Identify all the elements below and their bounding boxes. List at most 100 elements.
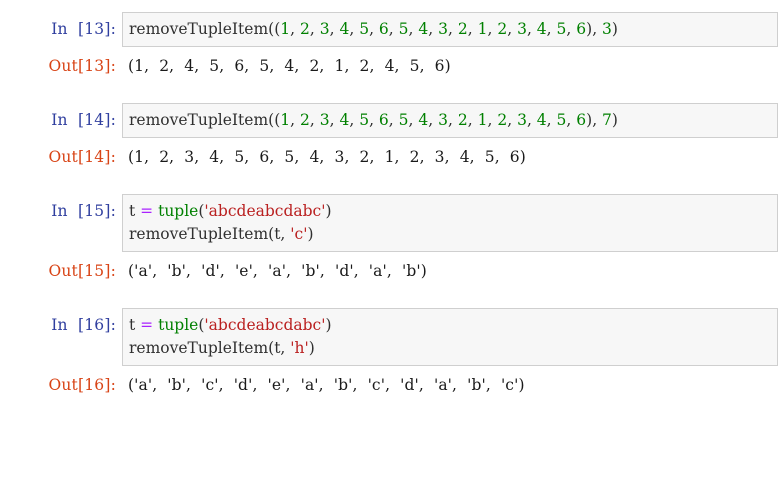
code-token-punct: ,	[448, 20, 458, 38]
code-token-punct: ,	[349, 20, 360, 38]
notebook-cell-list: In [13]:removeTupleItem((1, 2, 3, 4, 5, …	[0, 12, 778, 397]
code-token-punct: ,	[388, 20, 399, 38]
code-token-num: 1	[477, 111, 488, 129]
code-token-num: 2	[497, 111, 508, 129]
code-token-num: 6	[378, 20, 389, 38]
code-token-punct: (	[198, 202, 205, 220]
code-token-str: 'abcdeabcdabc'	[204, 316, 326, 334]
code-token-punct: ,	[309, 111, 320, 129]
code-token-punct: ,	[467, 20, 478, 38]
code-token-num: 7	[602, 111, 612, 129]
code-token-num: 2	[299, 20, 310, 38]
code-token-punct: ,	[329, 111, 340, 129]
code-token-num: 5	[359, 20, 370, 38]
code-token-punct: ,	[290, 20, 300, 38]
code-token-punct: )	[308, 339, 315, 357]
notebook-cell[interactable]: In [15]:t = tuple('abcdeabcdabc')removeT…	[0, 194, 778, 308]
code-token-num: 1	[280, 20, 291, 38]
code-token-num: 6	[378, 111, 389, 129]
code-token-num: 3	[517, 20, 527, 38]
code-line: removeTupleItem(t, 'c')	[129, 223, 771, 246]
code-token-str: 'c'	[290, 225, 308, 243]
code-token-punct: )	[611, 111, 618, 129]
output-prompt: Out[15]:	[48, 262, 116, 280]
code-token-num: 3	[517, 111, 527, 129]
input-prompt: In [16]:	[51, 316, 116, 334]
input-row: In [15]:t = tuple('abcdeabcdabc')removeT…	[0, 194, 778, 252]
code-line: removeTupleItem(( 1, 2, 3, 4, 5, 6, 5, 4,…	[129, 109, 771, 132]
input-prompt: In [14]:	[51, 111, 116, 129]
code-token-punct: ,	[526, 20, 537, 38]
code-token-op: =	[140, 202, 154, 220]
code-token-plain: t	[129, 316, 141, 334]
code-token-builtin: tuple	[158, 202, 199, 220]
code-token-num: 3	[438, 20, 448, 38]
code-token-plain: removeTupleItem	[129, 225, 269, 243]
code-token-num: 5	[556, 111, 567, 129]
output-prompt: Out[14]:	[48, 148, 116, 166]
input-prompt: In [15]:	[51, 202, 116, 220]
code-input-area[interactable]: removeTupleItem((1, 2, 3, 4, 5, 6, 5, 4,…	[122, 12, 778, 47]
code-token-punct: ,	[369, 20, 379, 38]
code-input-area[interactable]: t = tuple('abcdeabcdabc')removeTupleItem…	[122, 194, 778, 252]
code-input-area[interactable]: removeTupleItem(( 1, 2, 3, 4, 5, 6, 5, 4,…	[122, 103, 778, 138]
input-output-spacer	[0, 47, 778, 54]
code-token-punct: ,	[369, 111, 379, 129]
code-token-num: 4	[339, 20, 350, 38]
cell-spacer	[0, 169, 778, 194]
code-token-punct: ,	[408, 20, 419, 38]
code-token-plain: t	[129, 202, 141, 220]
code-token-punct: ,	[487, 20, 498, 38]
code-token-op: =	[140, 316, 154, 334]
code-line: removeTupleItem(t, 'h')	[129, 337, 771, 360]
output-row: Out[13]:(1, 2, 4, 5, 6, 5, 4, 2, 1, 2, 4…	[0, 54, 778, 78]
notebook-cell[interactable]: In [13]:removeTupleItem((1, 2, 3, 4, 5, …	[0, 12, 778, 103]
code-token-punct: )	[307, 225, 314, 243]
code-token-str: 'abcdeabcdabc'	[204, 202, 326, 220]
code-token-num: 2	[457, 111, 468, 129]
code-token-punct: (	[198, 316, 205, 334]
code-token-num: 2	[457, 20, 468, 38]
code-token-num: 1	[477, 20, 488, 38]
code-token-punct: ,	[546, 111, 557, 129]
notebook-cell[interactable]: In [14]: removeTupleItem(( 1, 2, 3, 4, 5, …	[0, 103, 778, 194]
code-token-num: 4	[536, 111, 547, 129]
code-token-punct: ,	[428, 111, 439, 129]
code-token-num: 3	[319, 20, 330, 38]
code-token-num: 3	[319, 111, 330, 129]
code-token-punct: )	[325, 202, 332, 220]
code-token-punct: ((	[268, 111, 281, 129]
code-token-punct: ((	[268, 20, 281, 38]
code-token-punct: ,	[428, 20, 439, 38]
code-line: t = tuple('abcdeabcdabc')	[129, 200, 771, 223]
code-token-num: 5	[398, 111, 409, 129]
code-token-punct: ,	[408, 111, 419, 129]
code-token-num: 3	[438, 111, 448, 129]
code-token-punct: )	[325, 316, 332, 334]
code-token-plain: removeTupleItem	[129, 111, 269, 129]
code-token-punct: ),	[586, 20, 603, 38]
code-token-num: 3	[602, 20, 612, 38]
input-row: In [16]:t = tuple('abcdeabcdabc')removeT…	[0, 308, 778, 366]
code-token-num: 4	[339, 111, 350, 129]
code-token-num: 4	[418, 111, 429, 129]
code-token-num: 6	[576, 20, 587, 38]
code-token-num: 4	[536, 20, 547, 38]
code-token-builtin: tuple	[158, 316, 199, 334]
code-token-num: 5	[359, 111, 370, 129]
code-token-punct: ,	[526, 111, 537, 129]
output-result-text: (1, 2, 3, 4, 5, 6, 5, 4, 3, 2, 1, 2, 3, …	[128, 148, 526, 166]
code-token-punct: ,	[507, 111, 518, 129]
code-token-num: 6	[576, 111, 587, 129]
top-spacer	[0, 0, 778, 12]
output-row: Out[15]:('a', 'b', 'd', 'e', 'a', 'b', '…	[0, 259, 778, 283]
code-token-punct: )	[611, 20, 618, 38]
code-token-num: 2	[497, 20, 508, 38]
code-token-num: 2	[299, 111, 310, 129]
code-input-area[interactable]: t = tuple('abcdeabcdabc')removeTupleItem…	[122, 308, 778, 366]
code-line: removeTupleItem((1, 2, 3, 4, 5, 6, 5, 4,…	[129, 18, 771, 41]
output-prompt: Out[16]:	[48, 376, 116, 394]
notebook-cell[interactable]: In [16]:t = tuple('abcdeabcdabc')removeT…	[0, 308, 778, 397]
code-token-punct: ,	[290, 111, 300, 129]
